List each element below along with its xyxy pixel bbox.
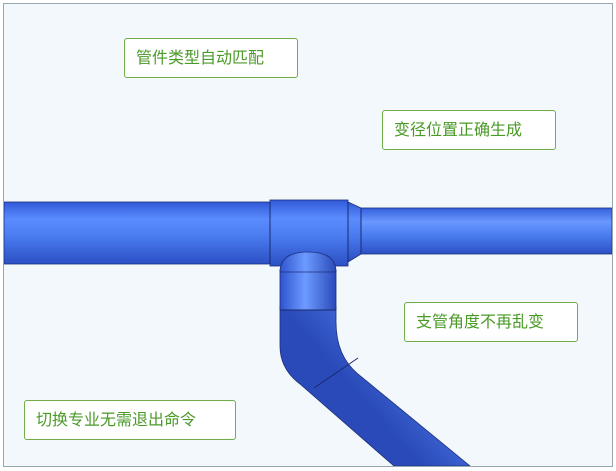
tee-branch-saddle[interactable] bbox=[279, 251, 337, 273]
model-viewport[interactable]: 管件类型自动匹配 变径位置正确生成 支管角度不再乱变 切换专业无需退出命令 bbox=[3, 3, 613, 467]
branch-pipe-elbow[interactable] bbox=[279, 305, 471, 466]
callout-fitting-type: 管件类型自动匹配 bbox=[124, 38, 298, 78]
main-pipe-left[interactable] bbox=[4, 201, 271, 265]
joint-line bbox=[313, 357, 359, 389]
callout-switch-discipline: 切换专业无需退出命令 bbox=[24, 400, 236, 440]
callout-reducer-position: 变径位置正确生成 bbox=[382, 110, 556, 150]
reducer-fitting[interactable] bbox=[347, 201, 362, 263]
branch-pipe-vertical[interactable] bbox=[279, 269, 337, 311]
callout-branch-angle: 支管角度不再乱变 bbox=[404, 302, 578, 342]
main-pipe-right[interactable] bbox=[360, 207, 612, 255]
pipe-model-3d-view bbox=[4, 199, 612, 466]
